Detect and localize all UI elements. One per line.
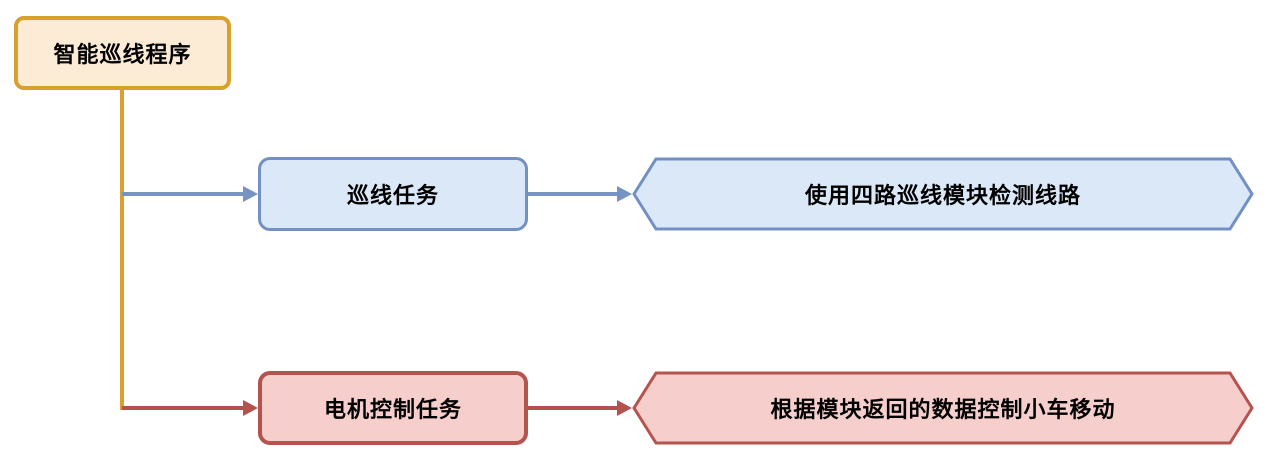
branch2-arrowhead-icon (243, 400, 258, 416)
root-node-label: 智能巡线程序 (53, 42, 192, 67)
task-node-motor-control-label: 电机控制任务 (323, 397, 462, 422)
action-node-motor-control-label: 根据模块返回的数据控制小车移动 (770, 397, 1116, 422)
hexagon-shape-red (632, 371, 1254, 445)
hexagon-shape-blue (632, 157, 1254, 231)
task-node-line-follow-label: 巡线任务 (346, 183, 439, 208)
action-node-line-follow-label: 使用四路巡线模块检测线路 (804, 183, 1081, 208)
branch2-action-arrowhead-icon (617, 400, 632, 416)
task-node-motor-control: 电机控制任务 (258, 371, 528, 445)
task-node-line-follow: 巡线任务 (258, 157, 528, 231)
branch1-arrowhead-icon (243, 186, 258, 202)
branch1-action-arrowhead-icon (617, 186, 632, 202)
action-node-motor-control: 根据模块返回的数据控制小车移动 (632, 371, 1254, 445)
action-node-line-follow: 使用四路巡线模块检测线路 (632, 157, 1254, 231)
root-node: 智能巡线程序 (14, 16, 231, 90)
